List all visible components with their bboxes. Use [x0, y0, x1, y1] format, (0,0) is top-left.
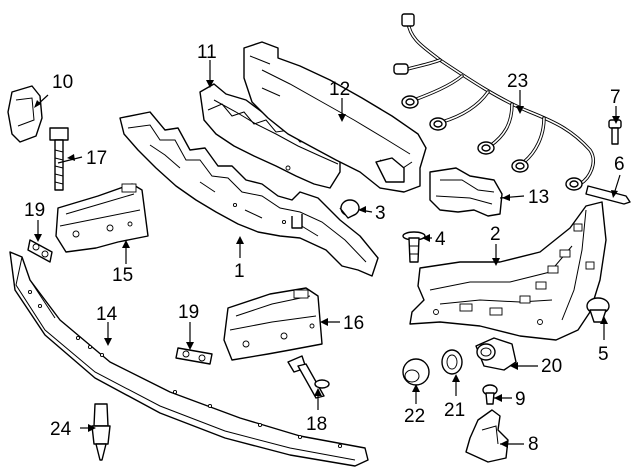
part-12-upper-absorber	[243, 41, 427, 193]
callout-9: 9	[515, 389, 526, 410]
part-3-clip	[339, 199, 360, 219]
callout-10: 10	[52, 72, 73, 93]
callout-8: 8	[528, 434, 539, 455]
callout-15: 15	[112, 265, 133, 286]
part-13-sensor-bracket	[429, 167, 503, 217]
part-4-clip	[402, 231, 426, 263]
callout-23: 23	[507, 71, 528, 92]
callout-24: 24	[50, 419, 72, 440]
part-1-lower-absorber	[119, 111, 379, 277]
callout-20: 20	[541, 356, 562, 377]
part-24-push-pin	[91, 403, 111, 461]
callout-5: 5	[598, 344, 609, 365]
part-19b-plate	[175, 347, 213, 365]
callout-22: 22	[404, 406, 425, 427]
callout-18: 18	[306, 414, 327, 435]
callout-13: 13	[528, 187, 549, 208]
callout-4: 4	[435, 229, 446, 250]
part-6-strip	[585, 185, 631, 205]
part-5-push-clip	[586, 297, 610, 323]
callout-11: 11	[197, 42, 217, 63]
callout-19b: 19	[178, 302, 199, 323]
callout-2: 2	[490, 224, 501, 245]
part-19a-plate	[27, 239, 53, 263]
callout-6: 6	[614, 154, 625, 175]
part-2-side-bracket	[409, 201, 607, 341]
callout-17: 17	[86, 148, 107, 169]
callout-21: 21	[444, 400, 465, 421]
callout-labels: 10 17 11 12 23 7 6 13 3 4 2 1 19 15 14 1…	[24, 42, 625, 455]
callout-19a: 19	[24, 200, 45, 221]
callout-3: 3	[375, 203, 386, 224]
part-15-left-bracket	[55, 183, 149, 253]
part-14-reinforcement-bar	[9, 251, 369, 467]
part-21-ring	[441, 349, 463, 375]
callout-1: 1	[234, 261, 245, 282]
part-18-bolt	[287, 355, 330, 399]
leader-lines	[34, 60, 621, 448]
callout-16: 16	[343, 313, 364, 334]
part-17-bolt	[49, 127, 69, 191]
callout-14: 14	[96, 304, 118, 325]
part-7-clip	[608, 119, 622, 145]
part-23-wiring-harness	[393, 13, 595, 191]
callout-7: 7	[610, 87, 621, 108]
part-22-sensor-housing	[402, 358, 430, 386]
callout-12: 12	[329, 79, 350, 100]
part-8-bracket	[465, 409, 509, 463]
part-9-clip	[482, 384, 498, 405]
part-16-right-bracket	[223, 287, 323, 361]
part-20-sensor	[475, 337, 517, 371]
part-10-cap	[7, 85, 43, 143]
